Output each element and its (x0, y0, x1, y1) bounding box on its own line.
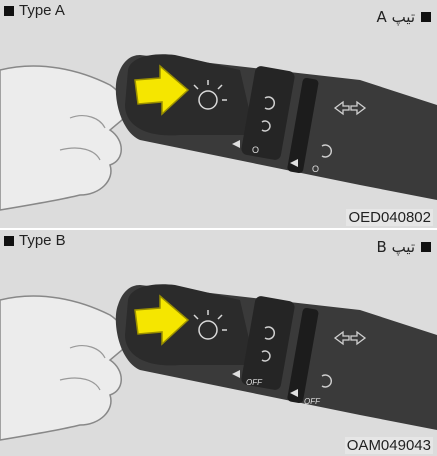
switch-mark-2: O (312, 164, 319, 174)
switch-mark-1: OFF (246, 378, 263, 387)
type-a-text: Type A (19, 2, 65, 19)
type-letter: B (376, 238, 386, 256)
type-a-label-persian: A تیپ (377, 8, 431, 26)
switch-mark-2: OFF (304, 397, 321, 406)
figure-code-b: OAM049043 (345, 437, 433, 454)
bullet-square-icon (4, 6, 14, 16)
bullet-square-icon (4, 236, 14, 246)
type-word: تیپ (392, 8, 415, 26)
type-b-text: Type B (19, 232, 66, 249)
bullet-square-icon (421, 12, 431, 22)
figure-code-a: OED040802 (346, 209, 433, 226)
type-b-label: Type B (4, 232, 66, 249)
light-switch-illustration-b: OFF OFF (0, 230, 437, 456)
type-word: تیپ (392, 238, 415, 256)
type-b-label-persian: B تیپ (376, 238, 431, 256)
panel-type-a: O O Type A A تیپ OED040802 (0, 0, 437, 228)
bullet-square-icon (421, 242, 431, 252)
type-a-label: Type A (4, 2, 65, 19)
light-switch-illustration-a: O O (0, 0, 437, 228)
panel-type-b: OFF OFF Type B B تیپ OAM049043 (0, 230, 437, 456)
switch-mark-1: O (252, 145, 259, 155)
type-letter: A (377, 8, 387, 26)
